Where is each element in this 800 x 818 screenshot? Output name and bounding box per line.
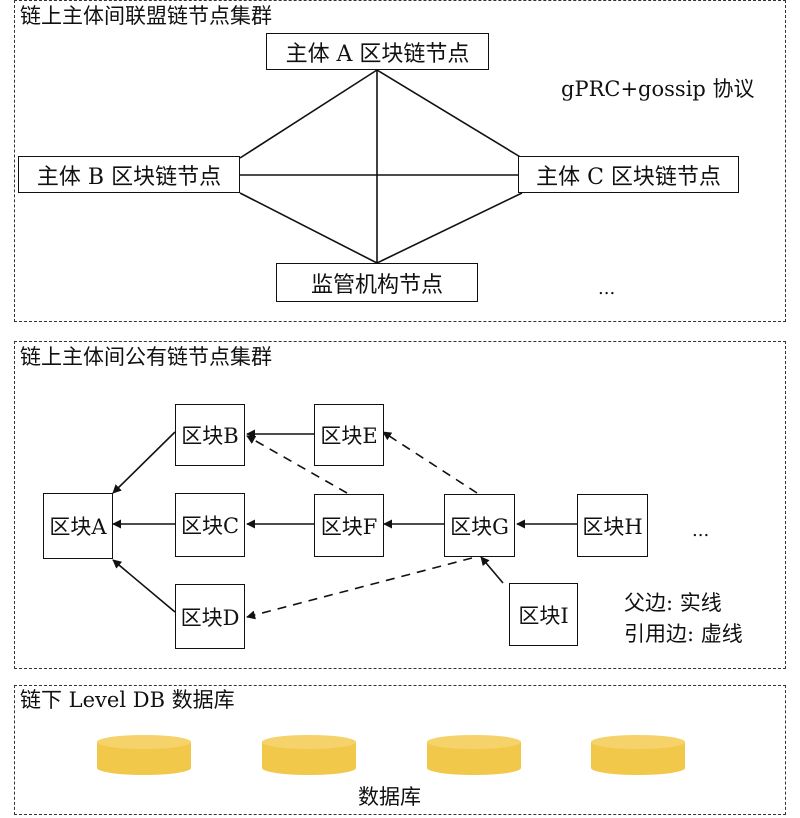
protocol-label: gPRC+gossip 协议 <box>561 77 755 101</box>
consortium-ellipsis: ... <box>598 278 616 299</box>
legend-parent-edge: 父边: 实线 <box>624 591 722 615</box>
block-a: 区块A <box>43 493 113 559</box>
database-icon-4 <box>591 735 685 775</box>
node-entity-b: 主体 B 区块链节点 <box>18 156 240 193</box>
block-f: 区块F <box>314 494 384 557</box>
block-c: 区块C <box>175 493 245 557</box>
node-entity-a: 主体 A 区块链节点 <box>266 33 489 70</box>
node-regulator: 监管机构节点 <box>276 263 478 302</box>
block-g: 区块G <box>444 494 515 557</box>
block-d: 区块D <box>175 584 245 649</box>
legend-reference-edge: 引用边: 虚线 <box>624 622 743 646</box>
database-icon-3 <box>427 735 521 775</box>
offchain-db-panel <box>14 685 786 815</box>
block-e: 区块E <box>314 404 384 466</box>
public-cluster-panel <box>14 341 786 669</box>
node-entity-c: 主体 C 区块链节点 <box>518 156 739 193</box>
consortium-cluster-panel <box>14 0 786 322</box>
public-ellipsis: ... <box>692 520 710 541</box>
public-cluster-title: 链上主体间公有链节点集群 <box>20 345 272 369</box>
database-icon-1 <box>97 735 191 775</box>
database-label: 数据库 <box>358 785 421 809</box>
consortium-cluster-title: 链上主体间联盟链节点集群 <box>20 4 272 28</box>
offchain-db-title: 链下 Level DB 数据库 <box>20 688 235 712</box>
block-b: 区块B <box>175 404 245 466</box>
database-icon-2 <box>262 735 356 775</box>
block-i: 区块I <box>509 583 578 646</box>
block-h: 区块H <box>577 494 648 557</box>
